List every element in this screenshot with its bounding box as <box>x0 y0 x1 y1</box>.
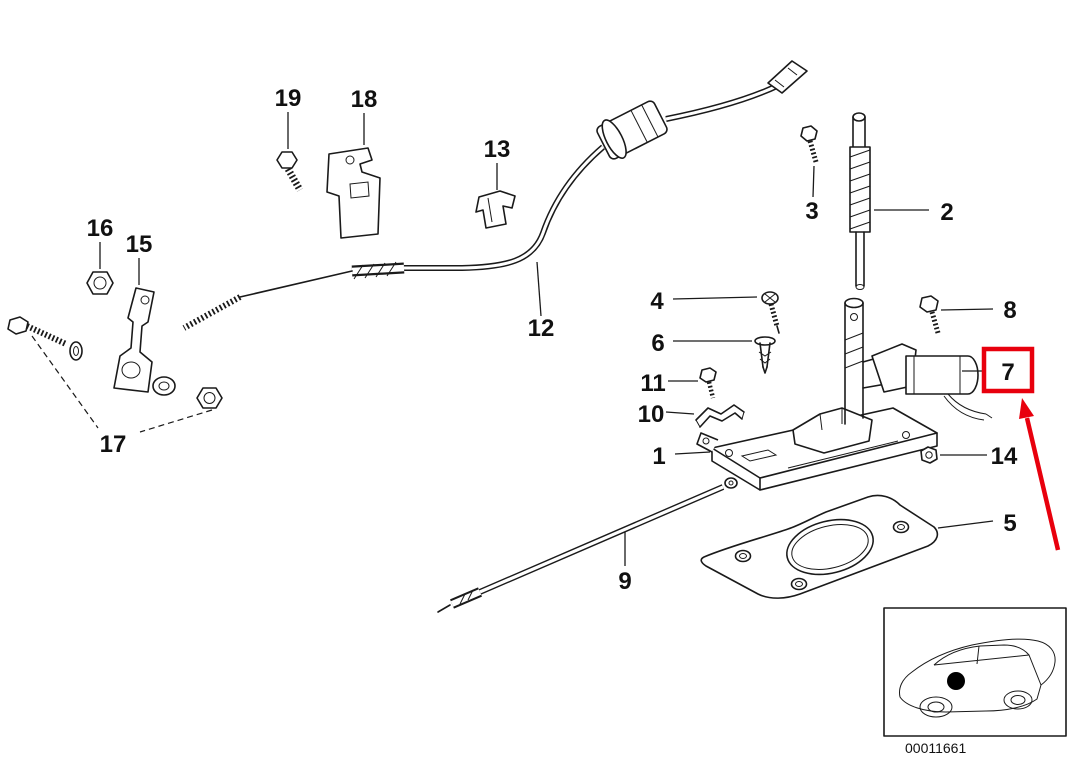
part-label-18[interactable]: 18 <box>351 86 378 113</box>
car-location-inset: 00011661 <box>883 607 1067 756</box>
cable-assembly-12 <box>182 60 808 331</box>
selector-rod-2 <box>849 112 871 290</box>
part-label-5[interactable]: 5 <box>1003 510 1016 537</box>
part-label-4[interactable]: 4 <box>650 288 664 315</box>
part-label-9[interactable]: 9 <box>618 568 631 595</box>
nut-14 <box>920 446 938 464</box>
highlight-arrow <box>1024 417 1061 551</box>
part-label-10[interactable]: 10 <box>638 401 665 428</box>
part-label-13[interactable]: 13 <box>484 136 511 163</box>
part-label-8[interactable]: 8 <box>1003 297 1016 324</box>
nut-17 <box>196 387 223 409</box>
part-label-12[interactable]: 12 <box>528 315 555 342</box>
clamp-10 <box>695 404 745 428</box>
highlight-arrowhead <box>1019 398 1034 419</box>
part-label-3[interactable]: 3 <box>805 198 818 225</box>
part-label-2[interactable]: 2 <box>940 199 953 226</box>
gasket-5 <box>700 494 939 599</box>
pivot-tube <box>844 297 864 309</box>
part-label-1[interactable]: 1 <box>652 443 665 470</box>
part-label-6[interactable]: 6 <box>651 330 664 357</box>
highlight-annotation <box>981 346 1061 551</box>
car-location-dot <box>947 672 965 690</box>
shift-mechanism-1 <box>696 297 938 491</box>
part-labels: 19 18 13 3 2 16 15 4 8 12 6 11 7 10 1 14 17 5 9 <box>87 85 1018 595</box>
grommet-17 <box>152 376 176 396</box>
washer-17 <box>69 341 83 361</box>
solenoid-7 <box>871 343 993 421</box>
part-label-14[interactable]: 14 <box>991 443 1018 470</box>
leader-lines <box>99 112 994 566</box>
screw-11 <box>699 367 717 399</box>
inset-frame <box>883 607 1067 737</box>
rod-clevis <box>724 477 738 489</box>
screw-3 <box>800 125 819 163</box>
diagram-code: 00011661 <box>905 740 966 756</box>
part-label-17[interactable]: 17 <box>100 431 127 458</box>
bracket-15 <box>113 287 155 393</box>
part-label-11[interactable]: 11 <box>640 370 665 397</box>
connecting-rod-9 <box>437 477 738 613</box>
expansion-rivet-6 <box>754 336 776 374</box>
bolt-8 <box>919 295 941 334</box>
part-label-7[interactable]: 7 <box>1001 359 1014 386</box>
part-label-16[interactable]: 16 <box>87 215 114 242</box>
car-outline <box>899 638 1056 718</box>
nut-16 <box>86 271 114 295</box>
clip-13 <box>475 190 516 229</box>
bracket-18 <box>326 147 381 239</box>
cable-adjuster <box>596 100 668 160</box>
highlight-box <box>981 346 1035 394</box>
part-label-19[interactable]: 19 <box>275 85 302 112</box>
screw-4 <box>761 291 780 334</box>
mounting-hardware-17 <box>7 316 223 433</box>
part-label-15[interactable]: 15 <box>126 231 153 258</box>
bolt-17 <box>7 316 29 335</box>
screw-19 <box>276 151 304 192</box>
cable-fork-end <box>767 60 808 94</box>
